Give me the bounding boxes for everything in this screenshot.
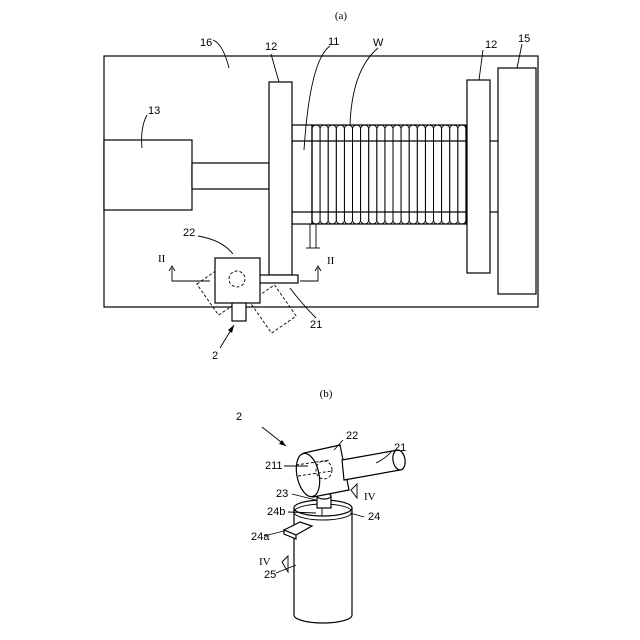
label-sensor-unit-2: 2 bbox=[212, 350, 218, 362]
wire-coil-turn bbox=[377, 125, 385, 224]
label-wire-w: W bbox=[373, 37, 384, 49]
wire-coil-turn bbox=[369, 125, 377, 224]
label-unit-2: 2 bbox=[236, 411, 242, 423]
flange-left-12 bbox=[269, 82, 292, 275]
label-drum-11: 11 bbox=[328, 36, 339, 48]
label-neck-23: 23 bbox=[276, 488, 288, 500]
label-side-block-15: 15 bbox=[518, 33, 530, 45]
wire-coil-turn bbox=[450, 125, 458, 224]
label-head-22: 22 bbox=[346, 430, 358, 442]
label-motor-13: 13 bbox=[148, 105, 160, 117]
label-housing-16: 16 bbox=[200, 37, 212, 49]
leaders-a bbox=[142, 40, 522, 348]
arm-21 bbox=[258, 275, 298, 283]
label-section-iv-upper: IV bbox=[364, 491, 376, 503]
wire-coil-turn bbox=[385, 125, 393, 224]
wire-coil-turn bbox=[361, 125, 369, 224]
coupling-shaft bbox=[192, 163, 269, 189]
wire-coil-turn bbox=[434, 125, 442, 224]
label-flange-left-12: 12 bbox=[265, 41, 277, 53]
label-collar-24: 24 bbox=[368, 511, 380, 523]
label-section-ii-right: II bbox=[327, 255, 335, 267]
wire-coil-turn bbox=[401, 125, 409, 224]
wire-coil-turn bbox=[425, 125, 433, 224]
label-arm-21-b: 21 bbox=[394, 442, 406, 454]
caption-b: (b) bbox=[320, 388, 333, 400]
head-22 bbox=[293, 445, 349, 499]
body-25 bbox=[294, 500, 352, 623]
label-flange-right-12: 12 bbox=[485, 39, 497, 51]
wire-coil-turn bbox=[458, 125, 466, 224]
flange-right-12 bbox=[467, 80, 490, 273]
drum-11 bbox=[292, 125, 312, 224]
label-arm-21: 21 bbox=[310, 319, 322, 331]
caption-a: (a) bbox=[335, 10, 348, 22]
wire-coil-turn bbox=[393, 125, 401, 224]
label-tab-24a: 24a bbox=[251, 531, 270, 543]
label-collar-detail-24b: 24b bbox=[267, 506, 285, 518]
label-device-22: 22 bbox=[183, 227, 195, 239]
label-section-iv-lower: IV bbox=[259, 556, 271, 568]
wire-coil-turn bbox=[336, 125, 344, 224]
label-inner-shaft-211: 211 bbox=[265, 460, 283, 472]
wire-coil-turn bbox=[442, 125, 450, 224]
wire-coil-turn bbox=[353, 125, 361, 224]
wire-coil-turn bbox=[328, 125, 336, 224]
wire-coils-w bbox=[312, 125, 466, 224]
wire-coil-turn bbox=[320, 125, 328, 224]
motor-13 bbox=[104, 140, 192, 210]
label-section-ii-left: II bbox=[158, 253, 166, 265]
wire-coil-turn bbox=[312, 125, 320, 224]
wire-coil-turn bbox=[417, 125, 425, 224]
side-block-15 bbox=[498, 68, 536, 294]
wire-coil-turn bbox=[344, 125, 352, 224]
wire-coil-turn bbox=[409, 125, 417, 224]
label-body-25: 25 bbox=[264, 569, 276, 581]
